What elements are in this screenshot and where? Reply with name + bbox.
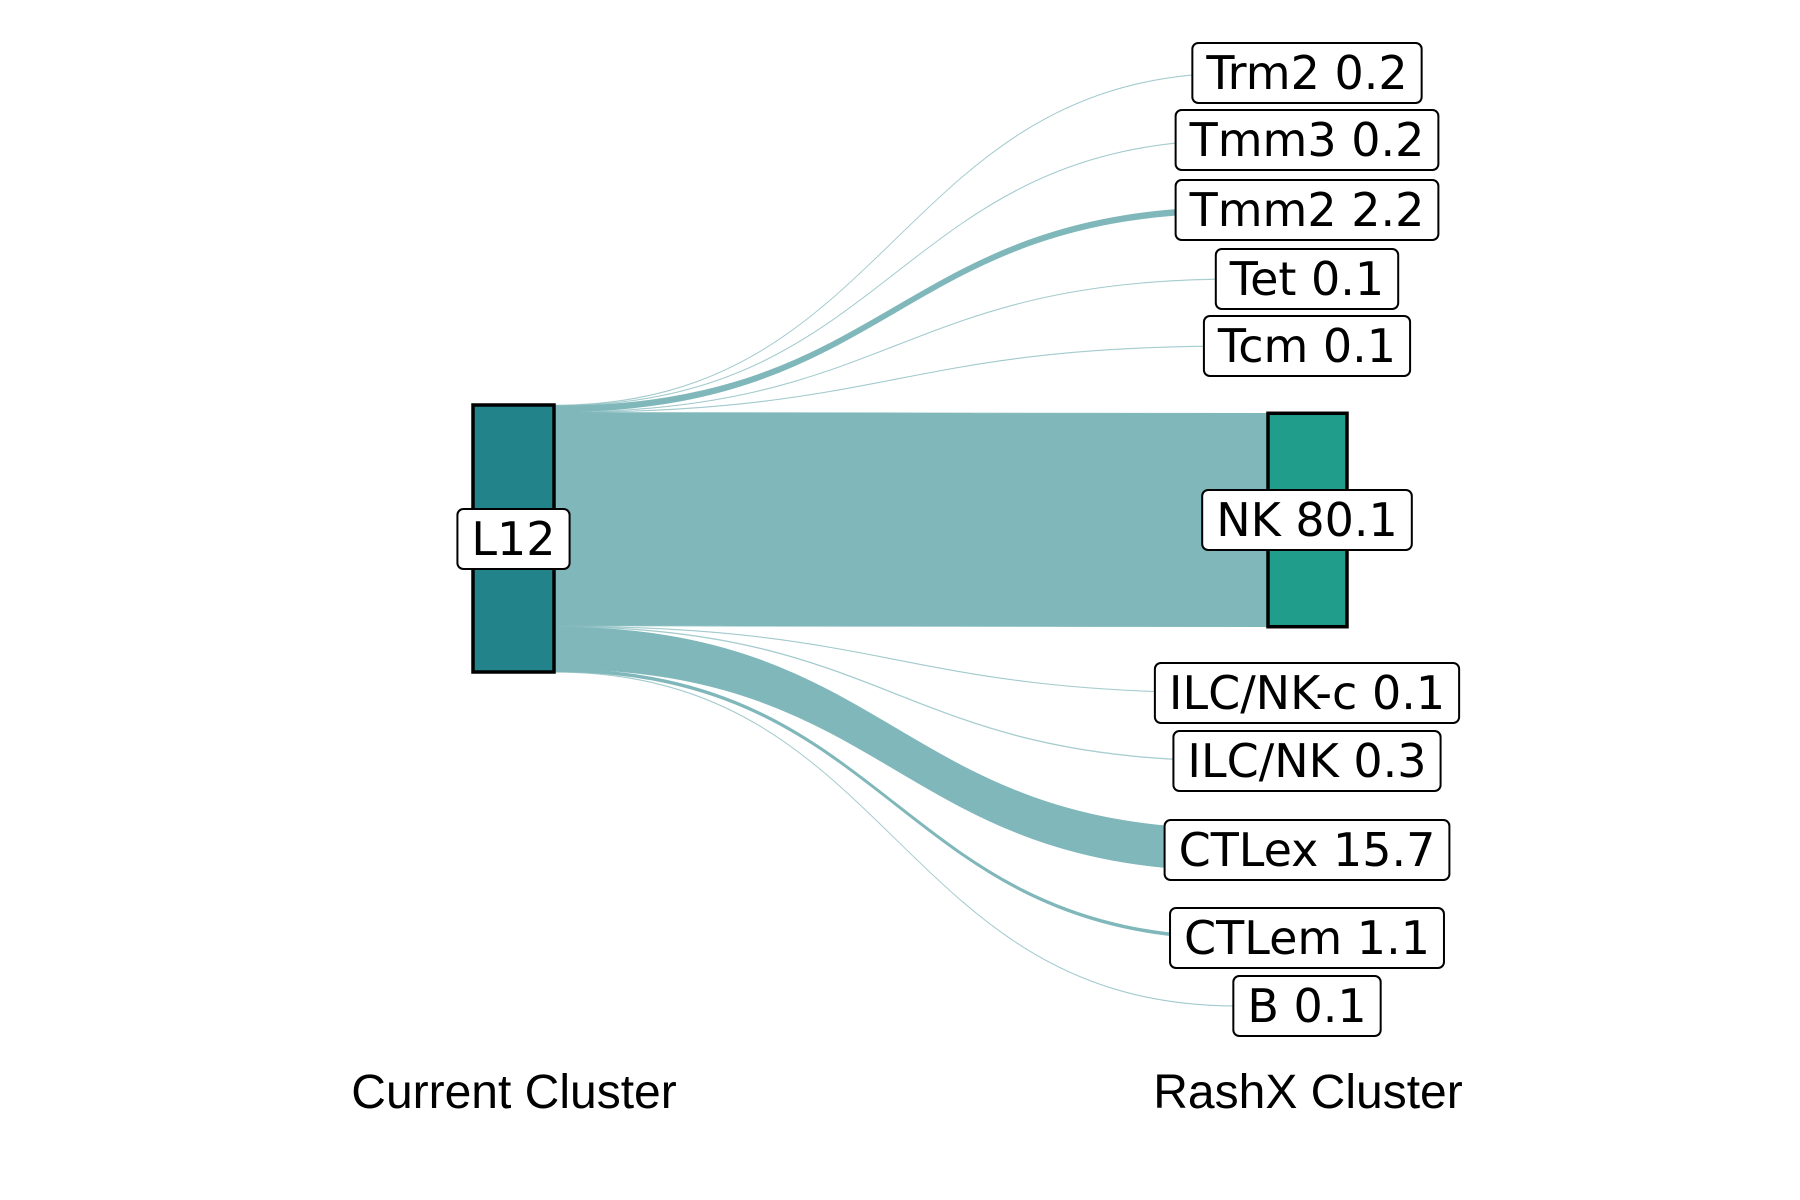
flow-tmm2 <box>553 206 1238 413</box>
flow-trm2 <box>553 72 1238 406</box>
target-label-trm2: Trm2 0.2 <box>1205 46 1407 100</box>
target-label-nk-box <box>1201 489 1413 551</box>
flow-ctlex <box>553 626 1238 872</box>
target-label-ilc-nk-c-box <box>1153 662 1461 724</box>
target-label-b-box <box>1232 975 1382 1037</box>
flows-layer <box>553 72 1269 1007</box>
target-label-tcm-box <box>1202 315 1412 377</box>
target-label-nk: NK 80.1 <box>1216 493 1398 547</box>
target-label-tet: Tet 0.1 <box>1229 252 1384 306</box>
flow-tet <box>553 278 1238 413</box>
flow-nk <box>553 412 1269 628</box>
target-label-tmm2: Tmm2 2.2 <box>1189 183 1425 237</box>
target-label-tmm3-box <box>1174 109 1440 171</box>
target-label-tmm3: Tmm3 0.2 <box>1189 113 1425 167</box>
right-axis-label: RashX Cluster <box>1153 1066 1462 1119</box>
target-label-ctlem-box <box>1169 907 1445 969</box>
target-label-ctlex-box <box>1163 819 1451 881</box>
target-label-ctlem: CTLem 1.1 <box>1184 911 1430 965</box>
target-label-ilc-nk: ILC/NK 0.3 <box>1187 734 1426 788</box>
source-label-l12: L12 <box>471 512 555 566</box>
target-label-trm2-box <box>1191 42 1423 104</box>
target-label-b: B 0.1 <box>1247 979 1366 1033</box>
target-label-ilc-nk-box <box>1172 730 1442 792</box>
source-label-l12-box <box>456 508 571 570</box>
flow-tmm3 <box>553 139 1238 407</box>
target-label-tcm: Tcm 0.1 <box>1217 319 1396 373</box>
target-label-ilc-nk-c: ILC/NK-c 0.1 <box>1169 666 1445 720</box>
left-axis-label: Current Cluster <box>351 1066 676 1119</box>
flow-ctlem <box>553 668 1238 940</box>
target-label-ctlex: CTLex 15.7 <box>1179 823 1436 877</box>
target-label-tmm2-box <box>1174 179 1440 241</box>
target-label-tet-box <box>1214 248 1400 310</box>
